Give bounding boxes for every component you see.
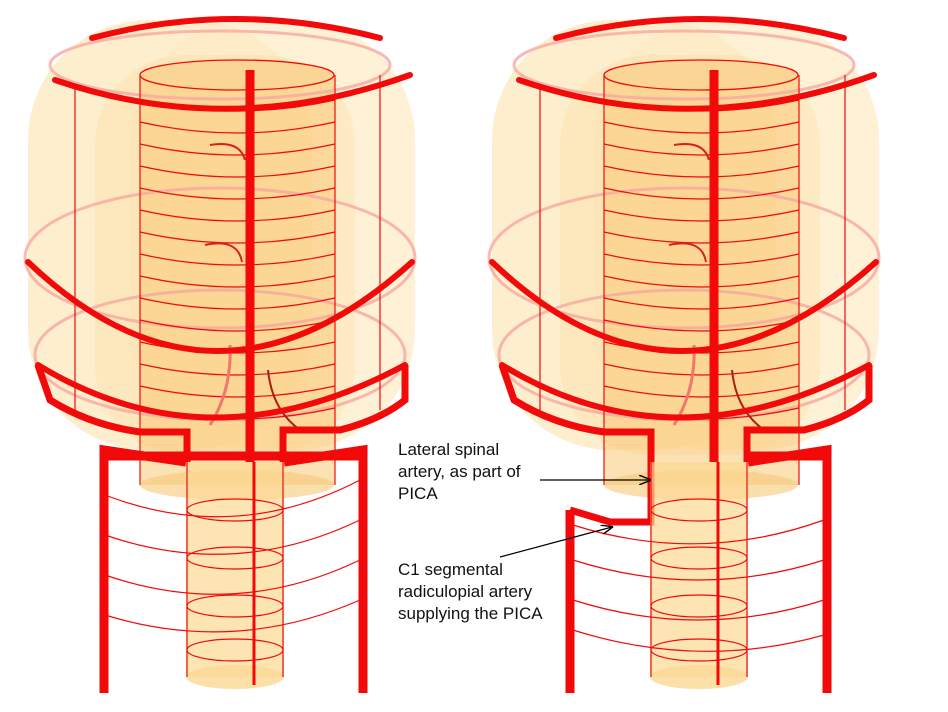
annotation-c1-segmental-artery: C1 segmental radiculopial artery supplyi…	[398, 559, 568, 625]
annotation-line: radiculopial artery	[398, 582, 533, 601]
annotation-line: supplying the PICA	[398, 604, 543, 623]
thick-ring-arteries-right	[489, 16, 879, 421]
panel-left	[23, 16, 417, 693]
spinal-cord-lower	[104, 462, 361, 689]
pica-step-right	[498, 363, 873, 526]
annotation-line: PICA	[398, 484, 438, 503]
annotation-line: artery, as part of	[398, 462, 521, 481]
pica-step-left	[34, 363, 409, 462]
annotation-line: C1 segmental	[398, 560, 503, 579]
annotation-lateral-spinal-artery: Lateral spinal artery, as part of PICA	[398, 439, 558, 505]
coil-arteries-upper	[74, 75, 381, 485]
thick-ring-arteries	[25, 16, 415, 421]
panel-right	[487, 16, 881, 693]
pointer-c1-segmental	[499, 527, 612, 558]
annotation-line: Lateral spinal	[398, 440, 500, 459]
spinal-cord-lower-right	[572, 462, 825, 689]
